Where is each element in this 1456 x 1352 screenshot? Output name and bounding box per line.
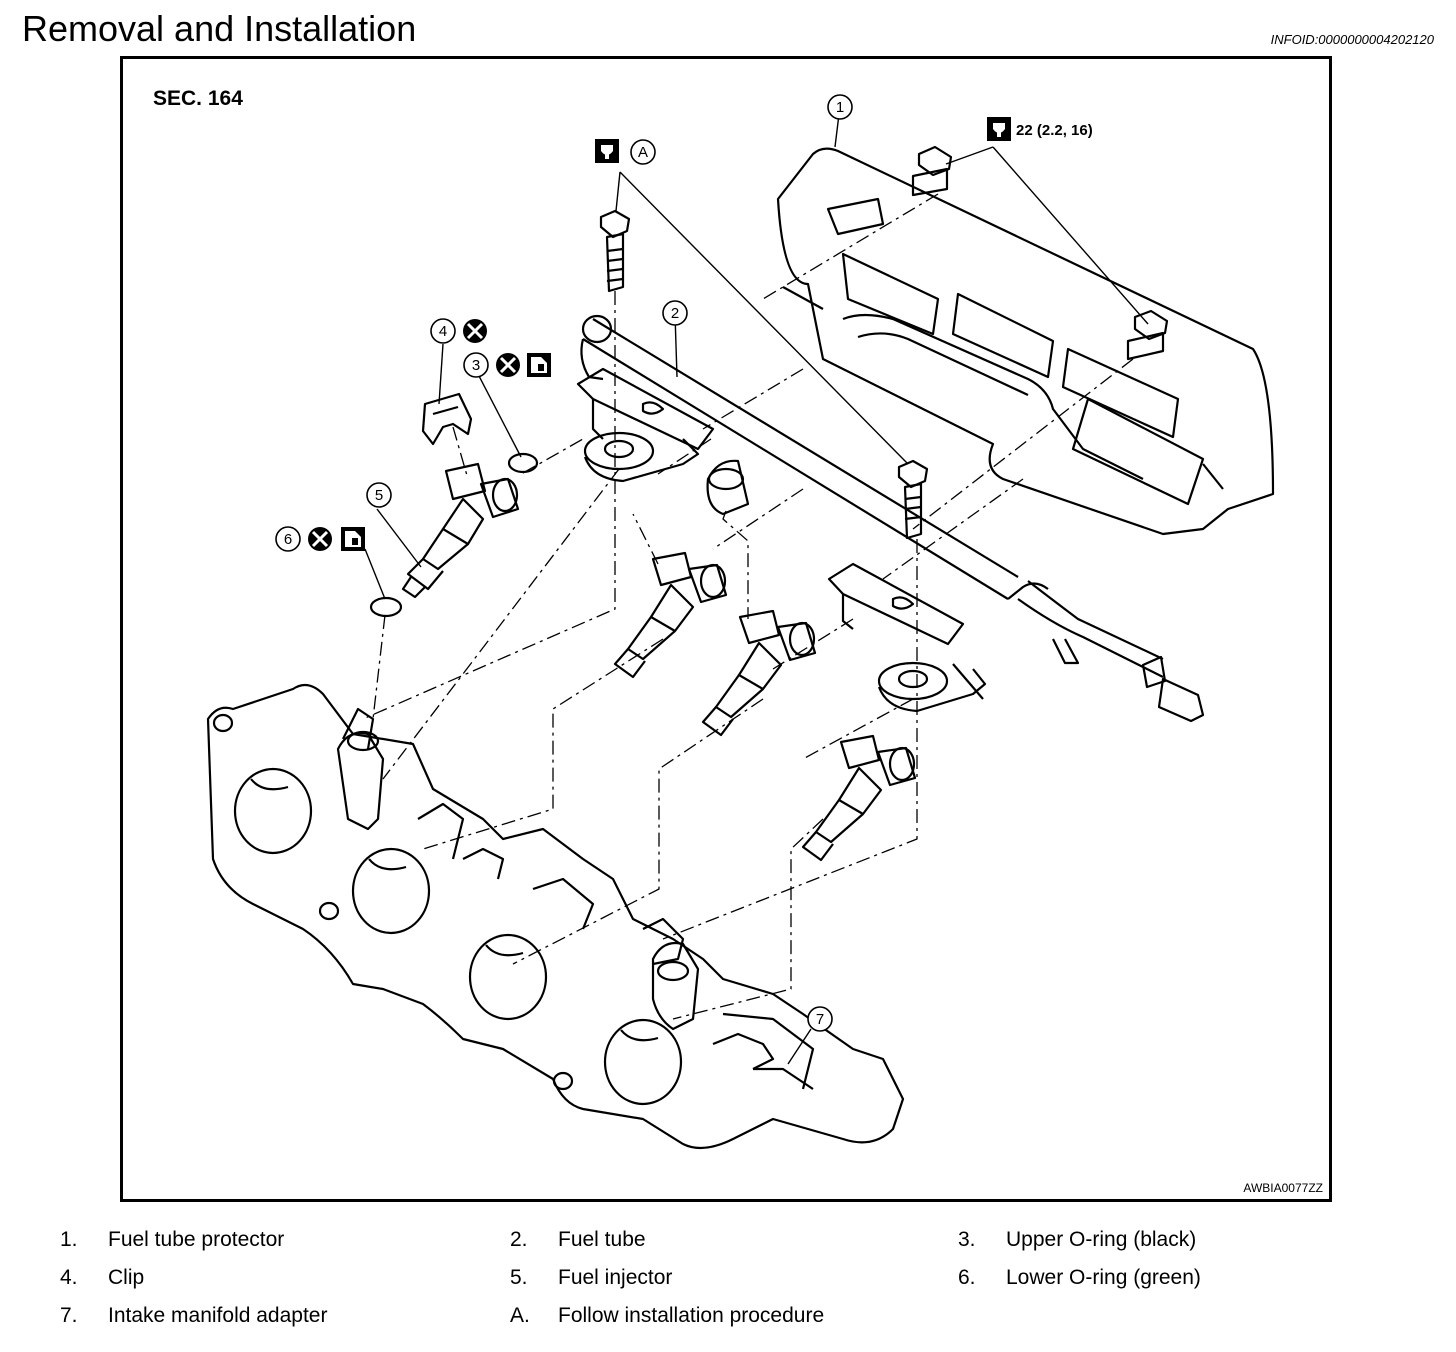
lubricate-icon-upper-o-ring xyxy=(527,353,551,377)
section-label: SEC. 164 xyxy=(153,87,243,110)
fuel-injector-b xyxy=(613,551,728,679)
info-id: INFOID:0000000004202120 xyxy=(1270,32,1434,47)
do-not-reuse-icon-clip xyxy=(463,319,487,343)
upper-o-ring xyxy=(507,452,539,474)
tube-bracket-right xyxy=(827,562,987,713)
callout-3: 3 xyxy=(472,357,480,374)
callout-5: 5 xyxy=(375,487,383,504)
legend-key: 5. xyxy=(510,1266,528,1289)
callout-1: 1 xyxy=(836,99,844,116)
legend-key: A. xyxy=(510,1304,530,1327)
leader-7 xyxy=(787,1028,812,1065)
fuel-injector-d xyxy=(801,734,917,862)
tube-bolt-right xyxy=(897,459,929,540)
fuel-injector-c xyxy=(701,609,817,737)
legend-key: 1. xyxy=(60,1228,78,1251)
fuel-tube xyxy=(580,314,1205,723)
callout-7: 7 xyxy=(816,1011,824,1028)
callout-7-circle xyxy=(807,1006,833,1032)
legend-text: Clip xyxy=(108,1266,145,1289)
torque-wrench-icon-a xyxy=(595,139,619,163)
fuel-injector-5 xyxy=(401,462,520,599)
lower-o-ring xyxy=(369,596,403,618)
tube-bolt-left xyxy=(599,209,631,293)
legend-text: Fuel tube protector xyxy=(108,1228,285,1251)
protector-bolt-lower xyxy=(1126,309,1169,361)
callout-6: 6 xyxy=(284,531,292,548)
callout-3-circle xyxy=(463,352,489,378)
injector-clip xyxy=(421,392,473,446)
callout-A-circle xyxy=(630,139,656,165)
callout-2: 2 xyxy=(671,305,679,322)
page-title: Removal and Installation xyxy=(22,8,417,49)
do-not-reuse-icon-upper-o-ring xyxy=(496,353,520,377)
callout-A: A xyxy=(638,144,648,161)
legend-text: Follow installation procedure xyxy=(558,1304,825,1327)
leader-4 xyxy=(438,343,444,405)
callout-2-circle xyxy=(662,300,688,326)
fuel-tube-protector xyxy=(776,147,1275,536)
exploded-diagram: 1 2 3 4 5 6 7 A 22 (2.2, 16) xyxy=(120,56,1332,1202)
legend-key: 2. xyxy=(510,1228,528,1251)
do-not-reuse-icon-lower-o-ring xyxy=(308,527,332,551)
leader-3 xyxy=(478,375,522,458)
torque-spec: 22 (2.2, 16) xyxy=(1016,122,1093,139)
legend-text: Fuel tube xyxy=(558,1228,646,1251)
leader-torque xyxy=(945,146,1149,325)
leader-6 xyxy=(364,548,386,600)
intake-manifold-adapter xyxy=(206,683,905,1150)
callout-6-circle xyxy=(275,526,301,552)
legend-key: 3. xyxy=(958,1228,976,1251)
callout-5-circle xyxy=(366,482,392,508)
torque-wrench-icon-spec xyxy=(987,117,1011,141)
figure-code: AWBIA0077ZZ xyxy=(1243,1181,1323,1195)
legend-text: Lower O-ring (green) xyxy=(1006,1266,1201,1289)
diagram-drawing: 1 2 3 4 5 6 7 A 22 (2.2, 16) xyxy=(206,94,1275,1150)
legend-text: Upper O-ring (black) xyxy=(1006,1228,1197,1251)
tube-bracket-left xyxy=(576,367,715,483)
leader-A xyxy=(615,171,909,465)
legend-key: 4. xyxy=(60,1266,78,1289)
legend-text: Fuel injector xyxy=(558,1266,673,1289)
protector-bolt-upper xyxy=(911,145,953,197)
legend-key: 6. xyxy=(958,1266,976,1289)
callout-4-circle xyxy=(430,318,456,344)
legend-text: Intake manifold adapter xyxy=(108,1304,328,1327)
tube-boss xyxy=(706,459,750,516)
callout-4: 4 xyxy=(439,323,447,340)
lubricate-icon-lower-o-ring xyxy=(341,527,365,551)
legend-key: 7. xyxy=(60,1304,78,1327)
callout-1-circle xyxy=(827,94,853,120)
leader-5 xyxy=(376,508,422,568)
